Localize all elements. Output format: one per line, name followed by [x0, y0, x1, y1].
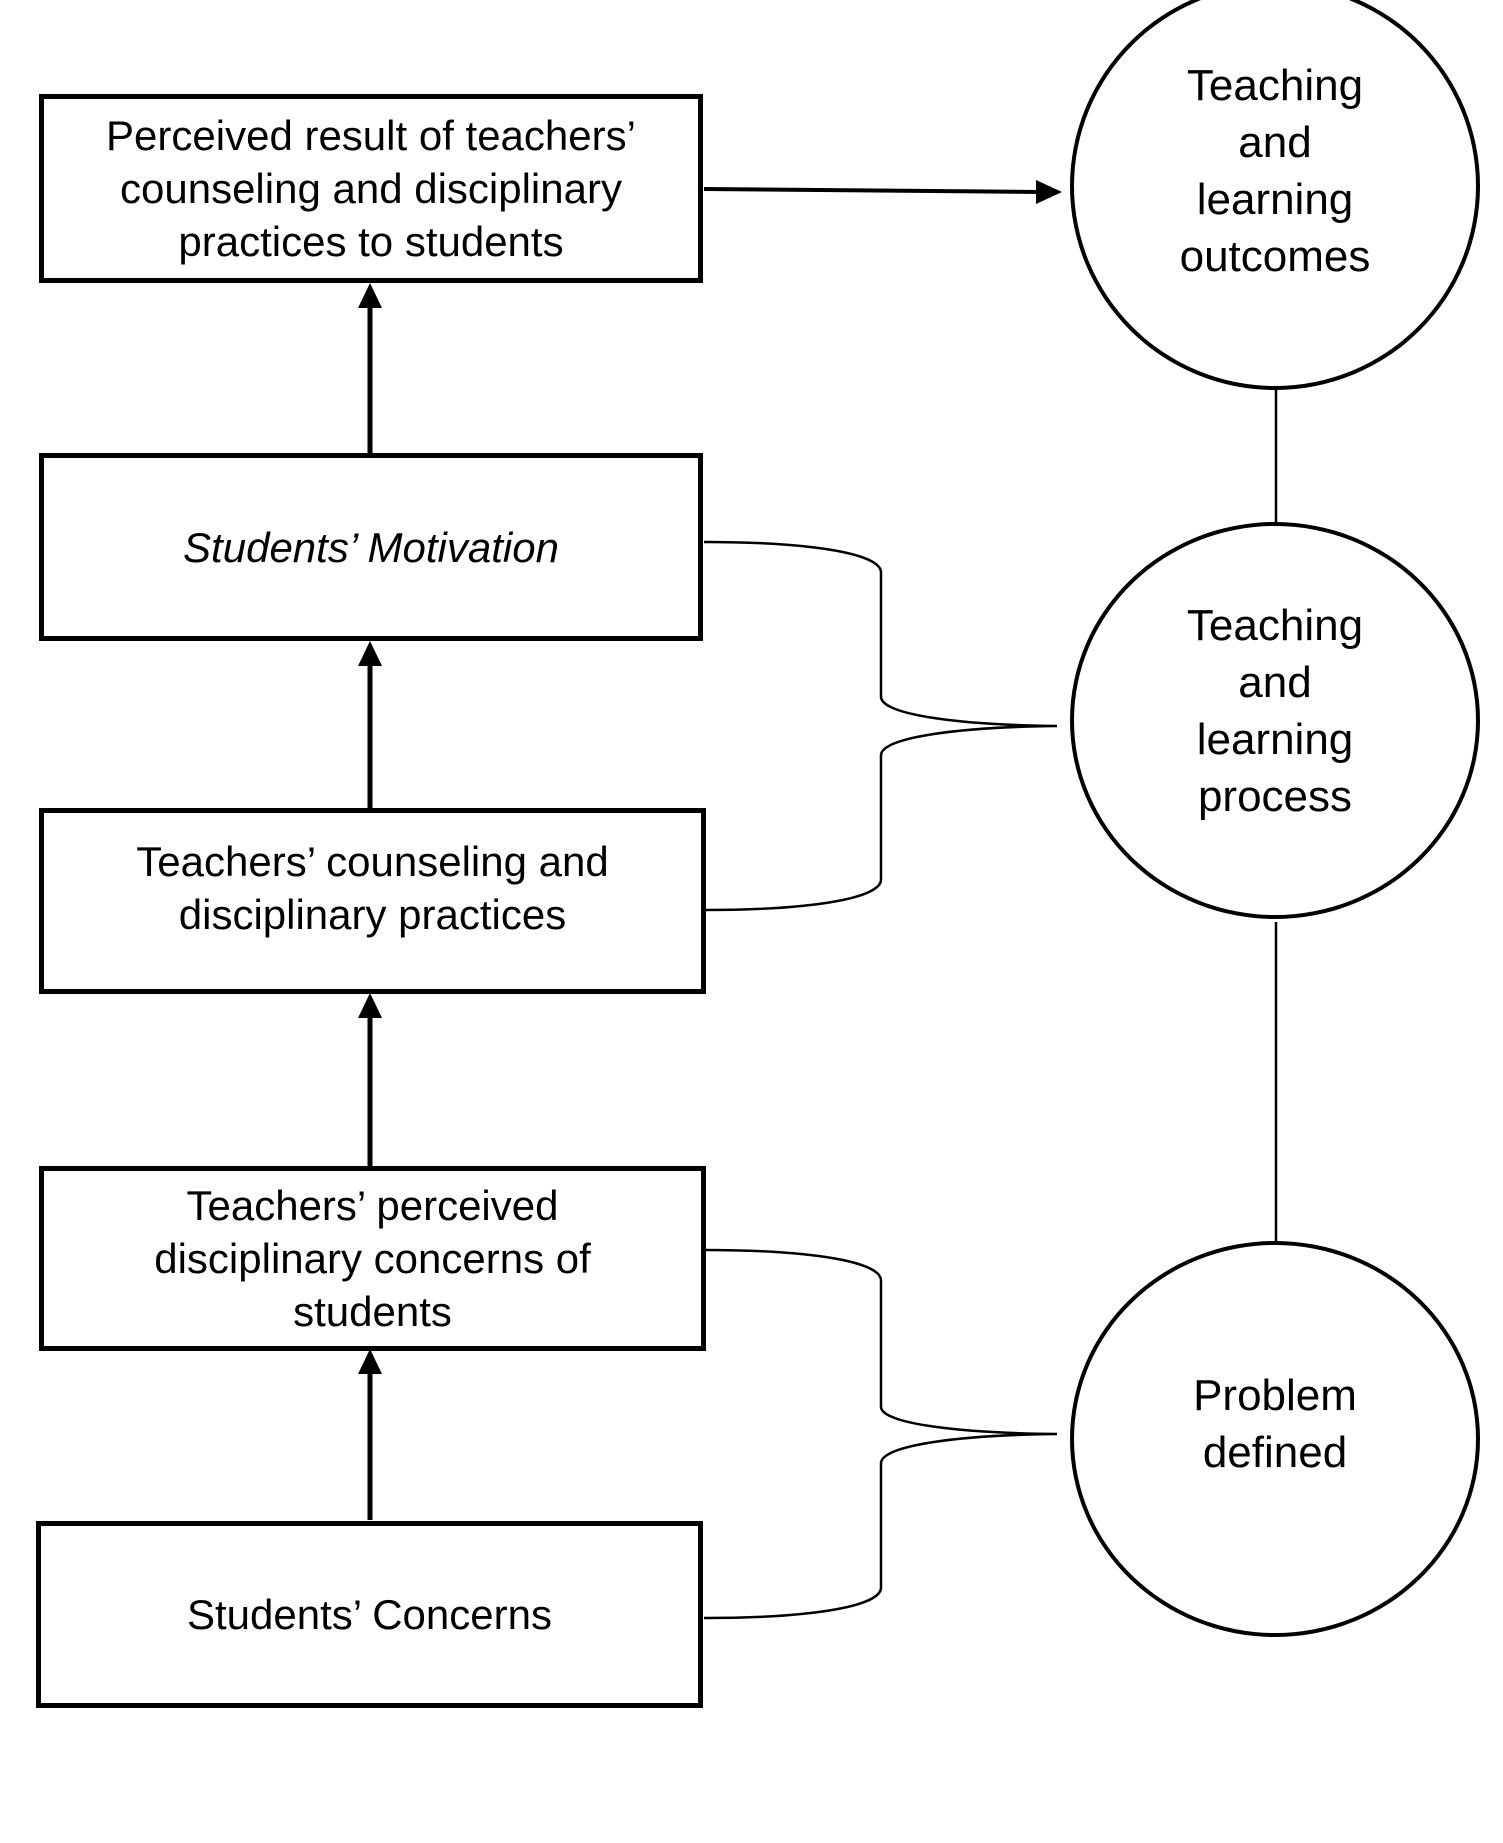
arrow-result-to-outcomes: [703, 180, 1062, 204]
circle-outcomes: Teaching and learning outcomes: [1070, 0, 1480, 390]
box-perceived-result: Perceived result of teachers’ counseling…: [39, 94, 703, 283]
circle-label: Problem defined: [1193, 1371, 1357, 1477]
box-students-motivation: Students’ Motivation: [39, 453, 703, 641]
box-label: Students’ Motivation: [183, 523, 559, 571]
arrow-concerns-to-perceived-concerns: [358, 1349, 382, 1520]
box-label: Perceived result of teachers’ counseling…: [106, 112, 636, 265]
box-counseling-practices: Teachers’ counseling and disciplinary pr…: [39, 808, 706, 994]
circle-label: Teaching and learning process: [1186, 600, 1364, 821]
circle-process: Teaching and learning process: [1070, 522, 1480, 919]
arrow-perceived-concerns-to-practices: [358, 993, 382, 1166]
box-label: Teachers’ perceived disciplinary concern…: [154, 1182, 591, 1335]
circle-problem: Problem defined: [1070, 1241, 1480, 1637]
brace-to-problem: [703, 1248, 1058, 1620]
box-students-concerns: Students’ Concerns: [36, 1521, 703, 1708]
box-label: Students’ Concerns: [187, 1591, 552, 1638]
box-label: Teachers’ counseling and disciplinary pr…: [136, 838, 609, 938]
arrow-motivation-to-result: [358, 283, 382, 453]
box-perceived-concerns: Teachers’ perceived disciplinary concern…: [39, 1166, 706, 1351]
arrow-practices-to-motivation: [358, 641, 382, 808]
brace-to-process: [703, 540, 1058, 912]
circle-label: Teaching and learning outcomes: [1179, 61, 1371, 281]
